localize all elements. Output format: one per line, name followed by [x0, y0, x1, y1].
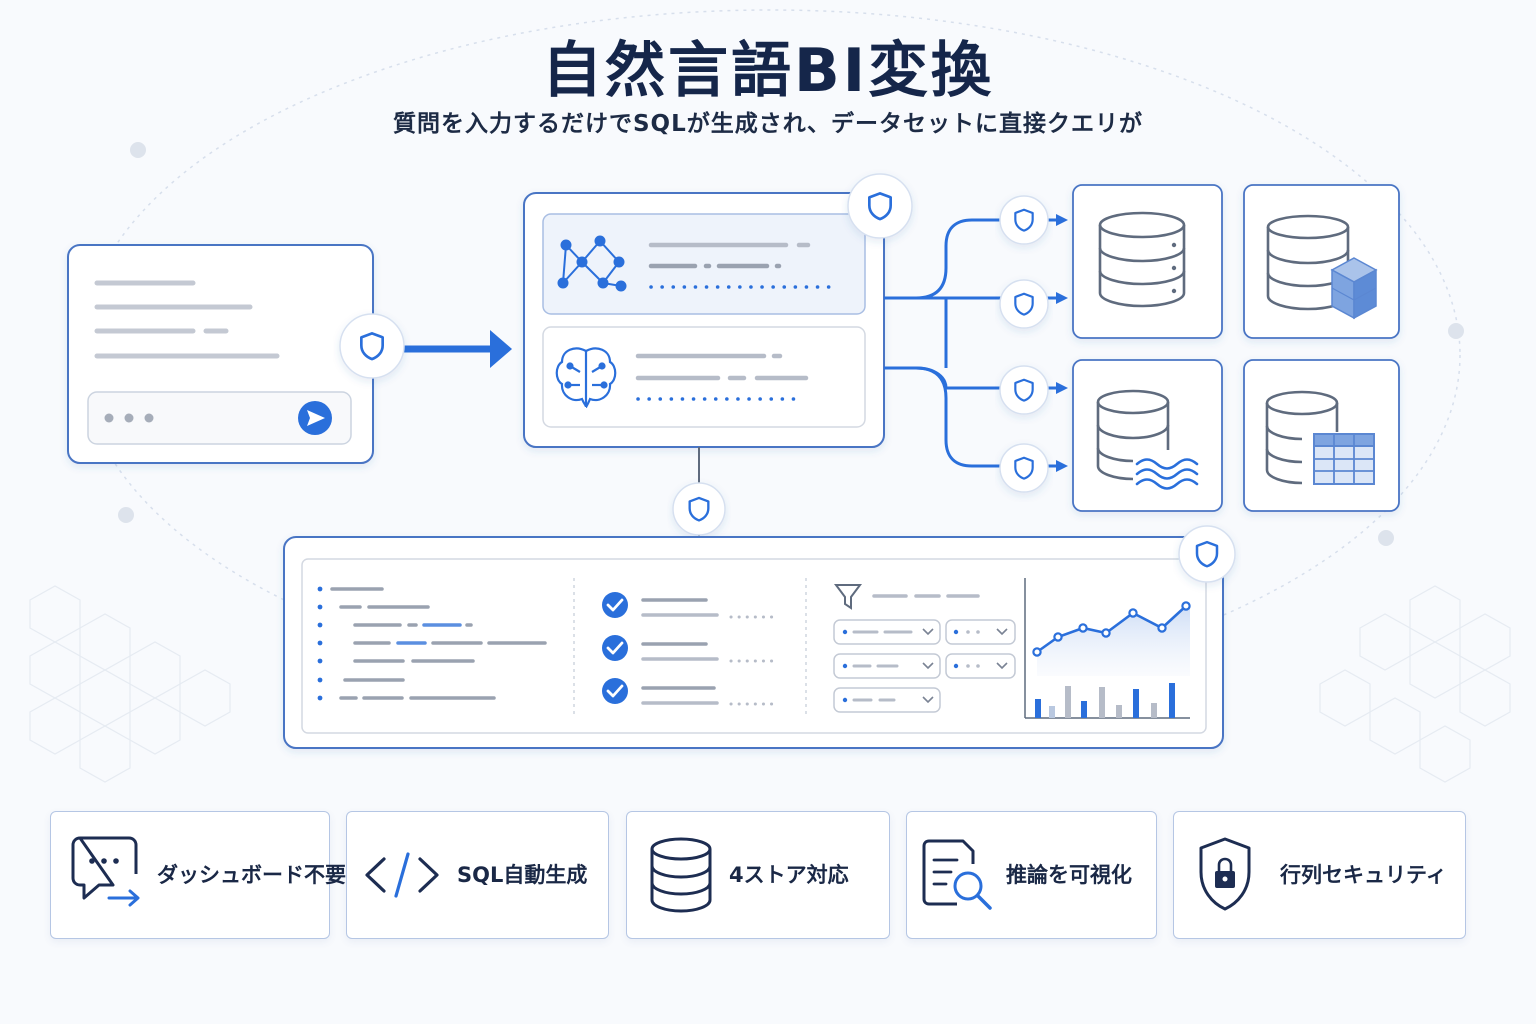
- store-connectors: [884, 218, 1058, 468]
- connector-shields: [999, 195, 1049, 493]
- shield-icon: [999, 365, 1049, 415]
- store-box-cube-database: [1243, 184, 1400, 339]
- shield-icon: [999, 443, 1049, 493]
- database-icon: [650, 837, 712, 913]
- database-icon: [1098, 211, 1186, 308]
- chat-input-panel: [67, 244, 374, 464]
- chevron-down-icon: [922, 696, 934, 704]
- feature-card-four-stores: 4ストア対応: [626, 811, 890, 939]
- feature-label: 4ストア対応: [729, 863, 849, 887]
- shield-icon: [999, 279, 1049, 329]
- document-search-icon: [922, 839, 992, 910]
- filter-icon: [834, 584, 862, 610]
- filter-controls: [833, 584, 1016, 713]
- store-box-data-lake: [1072, 359, 1223, 512]
- llm-text-placeholder: [635, 353, 809, 401]
- feature-label: SQL自動生成: [457, 863, 588, 887]
- result-chart: [1024, 578, 1191, 719]
- shield-lock-icon: [1199, 837, 1251, 911]
- send-button[interactable]: [298, 401, 332, 435]
- filter-dropdown[interactable]: [833, 687, 941, 713]
- chat-arrow-icon: [71, 836, 140, 907]
- graph-reasoning-card: [542, 213, 866, 315]
- code-icon: [365, 852, 439, 898]
- page-subtitle: 質問を入力するだけでSQLが生成され、データセットに直接クエリが: [392, 111, 1143, 137]
- validation-checklist: [602, 592, 776, 706]
- store-box-table-database: [1243, 359, 1400, 512]
- send-icon: [307, 410, 325, 426]
- typing-dots: [104, 413, 154, 423]
- ai-engine-panel: [523, 192, 885, 448]
- connector-arrowheads: [1056, 214, 1068, 472]
- network-graph-icon: [557, 235, 627, 292]
- feature-card-sql-generation: SQL自動生成: [346, 811, 609, 939]
- cube-icon: [1330, 257, 1378, 320]
- table-grid-icon: [1313, 433, 1375, 485]
- brain-icon: [555, 347, 617, 409]
- filter-dropdown[interactable]: [833, 653, 941, 679]
- feature-card-row-column-security: 行列セキュリティ: [1173, 811, 1466, 939]
- filter-dropdown[interactable]: [833, 619, 941, 645]
- question-text-placeholder: [94, 280, 280, 359]
- question-input[interactable]: [87, 391, 352, 445]
- background-decoration: [29, 9, 1511, 783]
- wave-icon: [1135, 458, 1199, 490]
- store-box-database: [1072, 184, 1223, 339]
- shield-icon: [1178, 525, 1236, 583]
- check-icon: [602, 678, 628, 704]
- graph-text-placeholder: [648, 242, 835, 289]
- feature-label: 行列セキュリティ: [1280, 863, 1447, 887]
- database-icon: [1265, 390, 1339, 485]
- shield-icon: [672, 482, 726, 536]
- feature-card-no-dashboard: ダッシュボード不要: [50, 811, 346, 939]
- chevron-down-icon: [996, 662, 1008, 670]
- results-panel: [283, 536, 1224, 749]
- sql-code-block: [317, 586, 547, 701]
- filter-dropdown[interactable]: [945, 653, 1016, 679]
- feature-label: ダッシュボード不要: [157, 863, 346, 887]
- chevron-down-icon: [922, 662, 934, 670]
- flow-arrow-input-to-engine: [400, 330, 512, 368]
- shield-icon: [847, 173, 913, 239]
- feature-label: 推論を可視化: [1006, 863, 1132, 887]
- check-icon: [602, 635, 628, 661]
- filter-dropdown[interactable]: [945, 619, 1016, 645]
- chevron-down-icon: [922, 628, 934, 636]
- shield-icon: [999, 195, 1049, 245]
- shield-icon: [339, 313, 405, 379]
- check-icon: [602, 592, 628, 618]
- chevron-down-icon: [996, 628, 1008, 636]
- page-title: 自然言語BI変換: [541, 36, 995, 106]
- database-icon: [1096, 389, 1170, 481]
- feature-card-visualize-reasoning: 推論を可視化: [906, 811, 1157, 939]
